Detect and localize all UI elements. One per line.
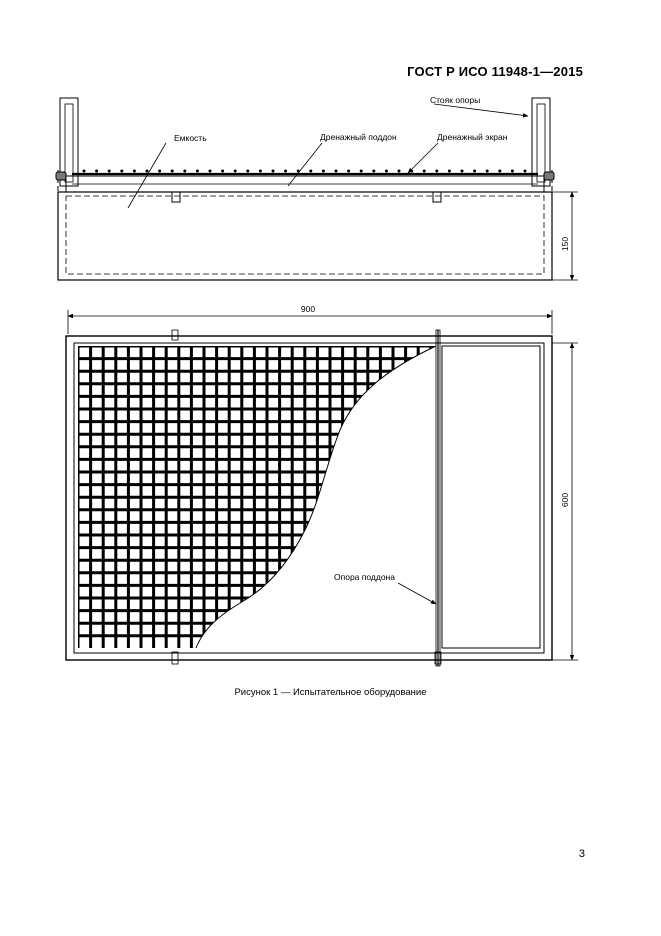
page-number: 3	[578, 848, 585, 860]
drain-tray-label: Дренажный поддон	[320, 132, 397, 142]
cutaway-curve	[195, 345, 437, 649]
depth-dimension	[552, 342, 578, 661]
tray-support-label: Опора поддона	[334, 572, 395, 582]
width-dimension	[67, 310, 553, 334]
figure-caption: Рисунок 1 — Испытательное оборудование	[234, 687, 427, 698]
height-dimension-value: 150	[560, 237, 570, 251]
drain-screen-grid	[78, 346, 436, 648]
container-label: Емкость	[174, 133, 207, 143]
container-outline	[57, 191, 553, 281]
drain-screen-label: Дренажный экран	[437, 132, 508, 142]
width-dimension-value: 900	[301, 304, 315, 314]
right-support-stand	[531, 97, 551, 187]
tray-plan-right-panel	[441, 345, 541, 649]
tray-support-left	[171, 329, 179, 341]
depth-dimension-value: 600	[560, 493, 570, 507]
side-view	[55, 97, 555, 281]
drain-tray-side	[65, 175, 545, 193]
tray-supports	[171, 329, 442, 667]
side-view-labels	[127, 103, 529, 209]
container-plan-inner	[73, 342, 545, 654]
left-support-stand	[59, 97, 79, 187]
height-dimension	[552, 191, 578, 281]
container-plan-outer	[65, 335, 553, 661]
plan-view	[65, 335, 553, 661]
document-header: ГОСТ Р ИСО 11948-1—2015	[407, 64, 583, 79]
support-stand-label: Стояк опоры	[430, 95, 480, 105]
